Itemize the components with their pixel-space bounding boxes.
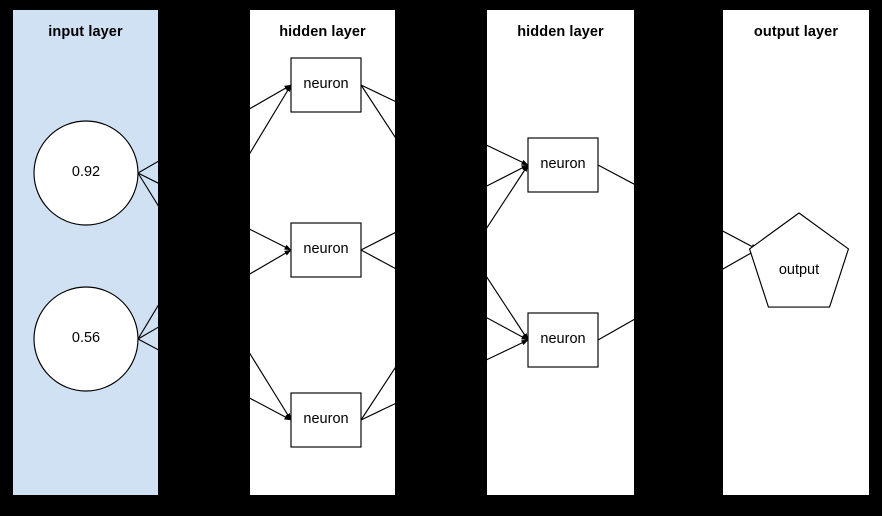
- node-label-in-1: 0.92: [71, 164, 101, 180]
- panel-title-input-layer: input layer: [48, 24, 123, 40]
- panel-title-hidden-layer-2: hidden layer: [517, 24, 604, 40]
- panel-input-layer[interactable]: input layer: [13, 10, 158, 495]
- node-label-h1-2: neuron: [303, 241, 349, 257]
- panel-output-layer[interactable]: output layer: [723, 10, 869, 495]
- node-label-h2-2: neuron: [540, 331, 586, 347]
- node-label-in-2: 0.56: [71, 330, 101, 346]
- node-label-out-1: output: [778, 262, 820, 278]
- node-label-h1-3: neuron: [303, 411, 349, 427]
- panel-title-output-layer: output layer: [753, 24, 839, 40]
- panel-hidden-layer-2[interactable]: hidden layer: [487, 10, 634, 495]
- node-label-h2-1: neuron: [540, 156, 586, 172]
- node-label-h1-1: neuron: [303, 76, 349, 92]
- panel-title-hidden-layer-1: hidden layer: [279, 24, 366, 40]
